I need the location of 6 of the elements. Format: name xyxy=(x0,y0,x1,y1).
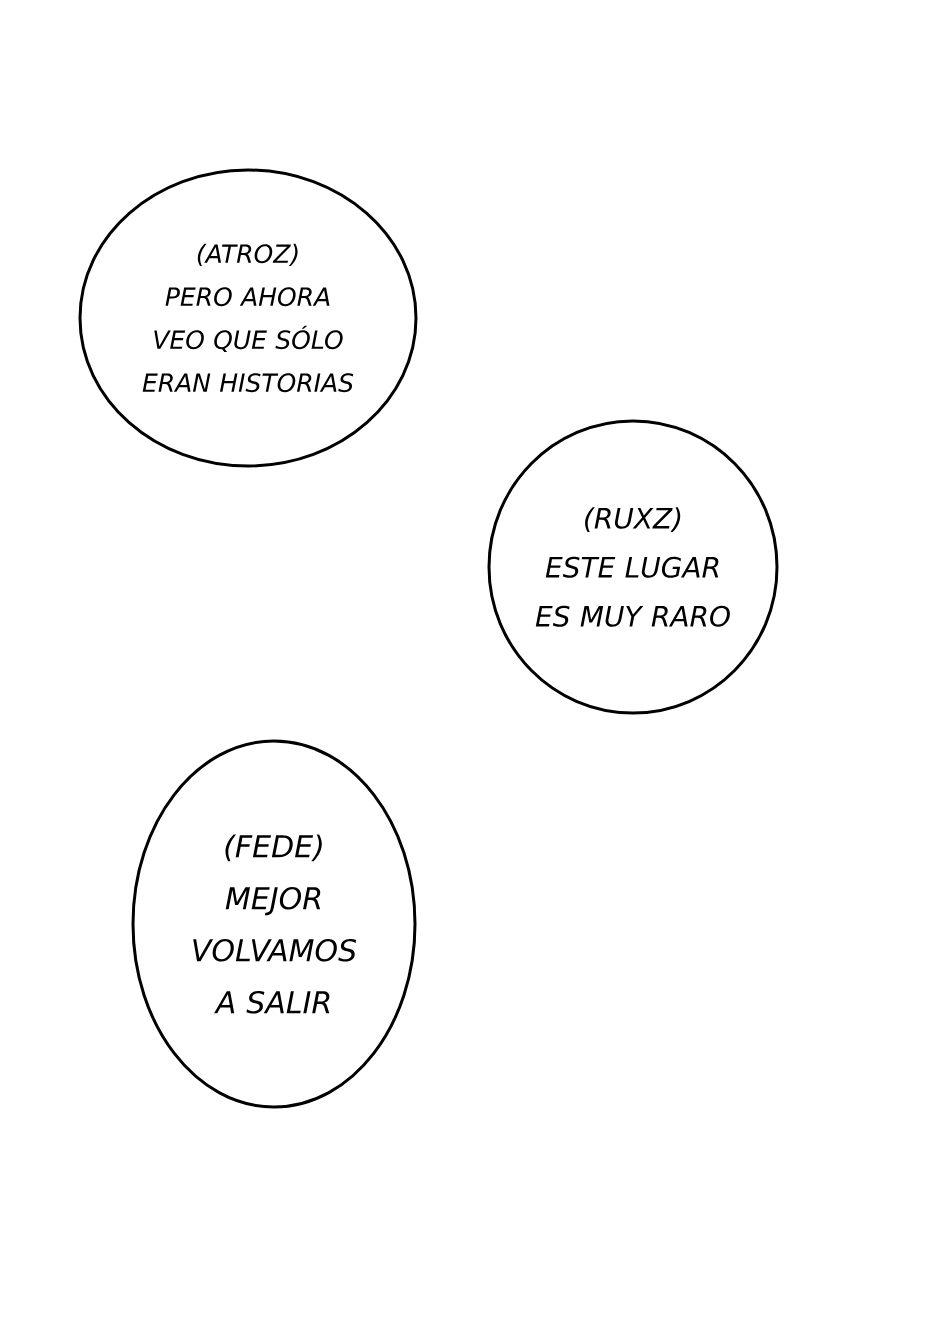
speech-text: (FEDE) MEJOR VOLVAMOS A SALIR xyxy=(193,834,357,1014)
speech-bubble xyxy=(78,168,418,468)
speech-bubble xyxy=(131,739,417,1109)
speech-bubble xyxy=(487,419,779,715)
speech-text: (RUXZ) ESTE LUGAR ES MUY RARO xyxy=(535,507,730,627)
speech-text: (ATROZ) PERO AHORA VEO QUE SÓLO ERAN HISTORIAS xyxy=(142,243,354,393)
